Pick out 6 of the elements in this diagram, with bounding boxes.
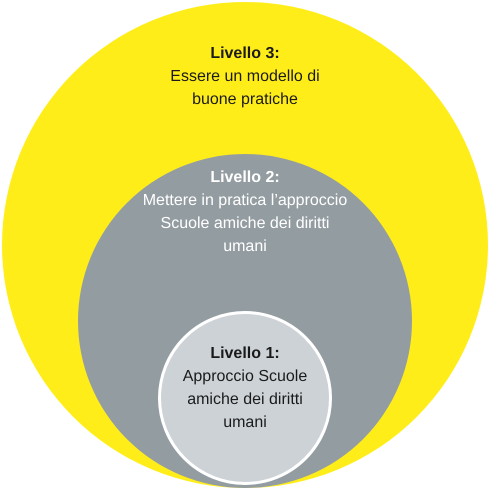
level-heading: Livello 2: — [209, 168, 281, 188]
level-description: Mettere in pratica l’approccio Scuole amiche dei diritti umani — [142, 191, 348, 257]
level-heading: Livello 3: — [209, 44, 281, 64]
level-description: Essere un modello di buone pratiche — [169, 67, 321, 110]
level-description: Approccio Scuole amiche dei diritti umani — [182, 367, 308, 433]
level-heading: Livello 1: — [209, 344, 281, 364]
